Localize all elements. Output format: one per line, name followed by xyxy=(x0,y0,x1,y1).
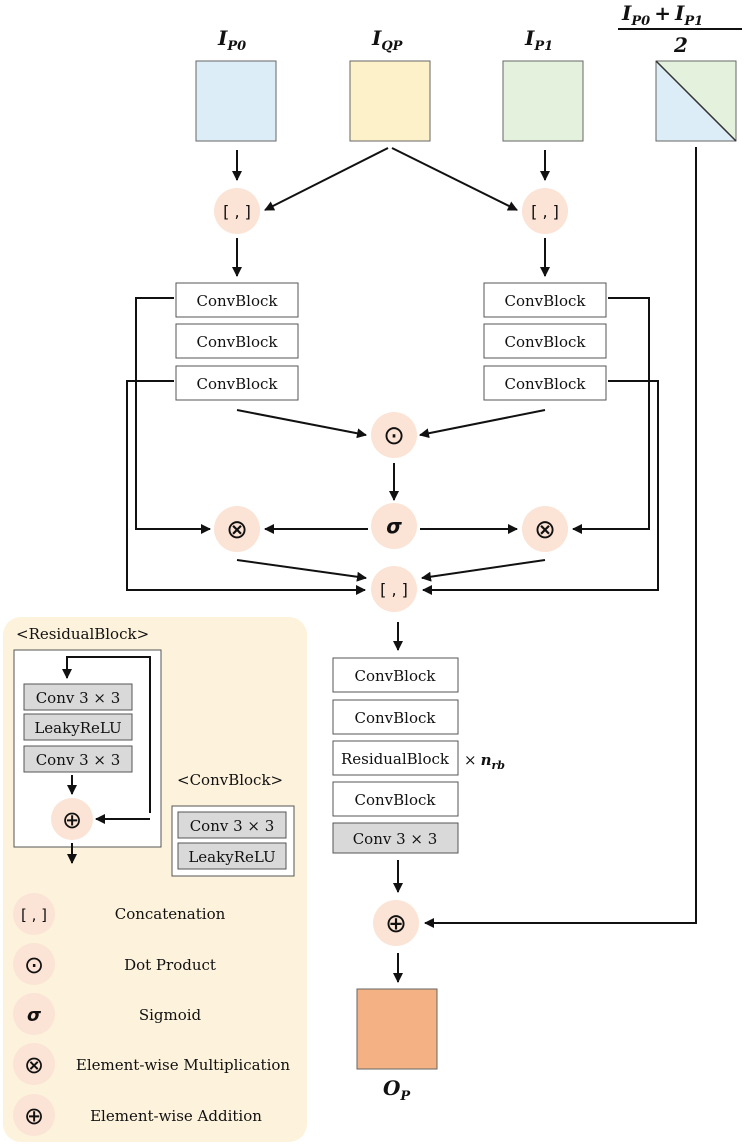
svg-text:ConvBlock: ConvBlock xyxy=(505,292,587,310)
svg-text:⊕: ⊕ xyxy=(62,806,82,834)
svg-text:IP0+IP1: IP0+IP1 xyxy=(621,1,703,29)
svg-text:⊙: ⊙ xyxy=(383,421,405,451)
right-convblock-2: ConvBlock xyxy=(483,323,607,359)
svg-text:ConvBlock: ConvBlock xyxy=(197,292,279,310)
legend-item-dot-product: ⊙ Dot Product xyxy=(13,943,216,985)
residual-repeat-label: ×nrb xyxy=(464,751,505,772)
svg-text:Conv 3 × 3: Conv 3 × 3 xyxy=(36,689,121,707)
arrow-right-mult-to-concat xyxy=(421,559,546,582)
right-convblock-1: ConvBlock xyxy=(483,282,607,318)
svg-text:ConvBlock: ConvBlock xyxy=(355,791,437,809)
svg-text:ConvBlock: ConvBlock xyxy=(505,333,587,351)
bottom-convblock-1: ConvBlock xyxy=(332,657,459,693)
right-convblock-3: ConvBlock xyxy=(483,365,607,401)
legend-item-element-wise-multiplication: ⊗ Element-wise Multiplication xyxy=(13,1043,290,1085)
svg-text:⊕: ⊕ xyxy=(24,1102,44,1130)
mult-op-left: ⊗ xyxy=(214,506,260,552)
mult-op-right: ⊗ xyxy=(522,506,568,552)
arrow-left-mult-to-concat xyxy=(236,559,367,582)
svg-text:[ , ]: [ , ] xyxy=(21,906,47,924)
legend-item-sigmoid: σ Sigmoid xyxy=(13,993,202,1035)
bottom-conv3x3: Conv 3 × 3 xyxy=(332,822,459,854)
concat-op-middle: [ , ] xyxy=(371,566,417,612)
svg-text:Element-wise Multiplication: Element-wise Multiplication xyxy=(76,1056,290,1074)
svg-text:σ: σ xyxy=(386,514,402,538)
legend-item-concatenation: [ , ] Concatenation xyxy=(13,893,226,935)
svg-text:LeakyReLU: LeakyReLU xyxy=(188,848,275,866)
average-input-label: IP0+IP1 2 xyxy=(618,1,742,57)
input-label-ip1: IP1 xyxy=(524,26,553,54)
left-convblock-1: ConvBlock xyxy=(175,282,299,318)
skip-left-conv1-to-mult xyxy=(135,297,211,534)
svg-text:Conv 3 × 3: Conv 3 × 3 xyxy=(353,830,438,848)
svg-text:LeakyReLU: LeakyReLU xyxy=(34,719,121,737)
convblock-diagram: Conv 3 × 3 LeakyReLU xyxy=(171,805,295,877)
arrow-qp-right xyxy=(391,147,518,211)
residualblock-diagram: Conv 3 × 3 LeakyReLU Conv 3 × 3 ⊕ xyxy=(13,649,162,864)
svg-text:ConvBlock: ConvBlock xyxy=(355,667,437,685)
bottom-residualblock: ResidualBlock xyxy=(332,740,459,776)
input-label-iqp: IQP xyxy=(371,26,404,54)
svg-text:[ , ]: [ , ] xyxy=(380,580,408,599)
svg-text:Element-wise Addition: Element-wise Addition xyxy=(90,1107,262,1125)
svg-text:ResidualBlock: ResidualBlock xyxy=(341,750,450,768)
output-square xyxy=(356,988,438,1070)
svg-text:σ: σ xyxy=(27,1005,42,1026)
skip-left-conv3-to-concat xyxy=(126,380,366,595)
svg-text:2: 2 xyxy=(673,33,688,57)
svg-text:⊕: ⊕ xyxy=(385,909,407,939)
input-square-iqp xyxy=(349,60,431,142)
concat-op-left: [ , ] xyxy=(214,188,260,234)
svg-text:ConvBlock: ConvBlock xyxy=(197,333,279,351)
left-convblock-3: ConvBlock xyxy=(175,365,299,401)
arrow-left-to-dot xyxy=(236,409,367,439)
svg-text:Dot Product: Dot Product xyxy=(124,956,216,974)
svg-text:[ , ]: [ , ] xyxy=(223,202,251,221)
svg-text:ConvBlock: ConvBlock xyxy=(197,375,279,393)
convblock-legend-title: <ConvBlock> xyxy=(177,771,283,789)
output-label: OP xyxy=(383,1076,411,1104)
svg-text:Concatenation: Concatenation xyxy=(115,905,226,923)
svg-text:Conv 3 × 3: Conv 3 × 3 xyxy=(190,817,275,835)
svg-text:Conv 3 × 3: Conv 3 × 3 xyxy=(36,751,121,769)
svg-text:⊙: ⊙ xyxy=(24,951,44,979)
input-label-ip0: IP0 xyxy=(217,26,246,54)
skip-average-to-add xyxy=(424,147,697,928)
svg-text:[ , ]: [ , ] xyxy=(531,202,559,221)
skip-right-conv3-to-concat xyxy=(422,380,659,595)
input-square-ip1 xyxy=(502,60,584,142)
residualblock-legend-title: <ResidualBlock> xyxy=(16,625,149,643)
svg-text:⊗: ⊗ xyxy=(534,515,556,545)
input-square-ip0 xyxy=(195,60,277,142)
addition-op-final: ⊕ xyxy=(373,900,419,946)
legend-item-element-wise-addition: ⊕ Element-wise Addition xyxy=(13,1094,262,1136)
bottom-convblock-3: ConvBlock xyxy=(332,781,459,817)
arrow-right-to-dot xyxy=(419,409,546,439)
bottom-convblock-2: ConvBlock xyxy=(332,699,459,735)
left-convblock-2: ConvBlock xyxy=(175,323,299,359)
input-square-average xyxy=(655,60,737,142)
concat-op-right: [ , ] xyxy=(522,188,568,234)
svg-text:⊗: ⊗ xyxy=(24,1051,44,1079)
svg-text:⊗: ⊗ xyxy=(226,515,248,545)
svg-text:ConvBlock: ConvBlock xyxy=(505,375,587,393)
svg-text:ConvBlock: ConvBlock xyxy=(355,709,437,727)
arrow-qp-left xyxy=(264,147,389,211)
svg-text:Sigmoid: Sigmoid xyxy=(139,1006,202,1024)
dot-product-op: ⊙ xyxy=(371,412,417,458)
sigmoid-op: σ xyxy=(371,503,417,549)
skip-right-conv1-to-mult xyxy=(572,297,650,534)
